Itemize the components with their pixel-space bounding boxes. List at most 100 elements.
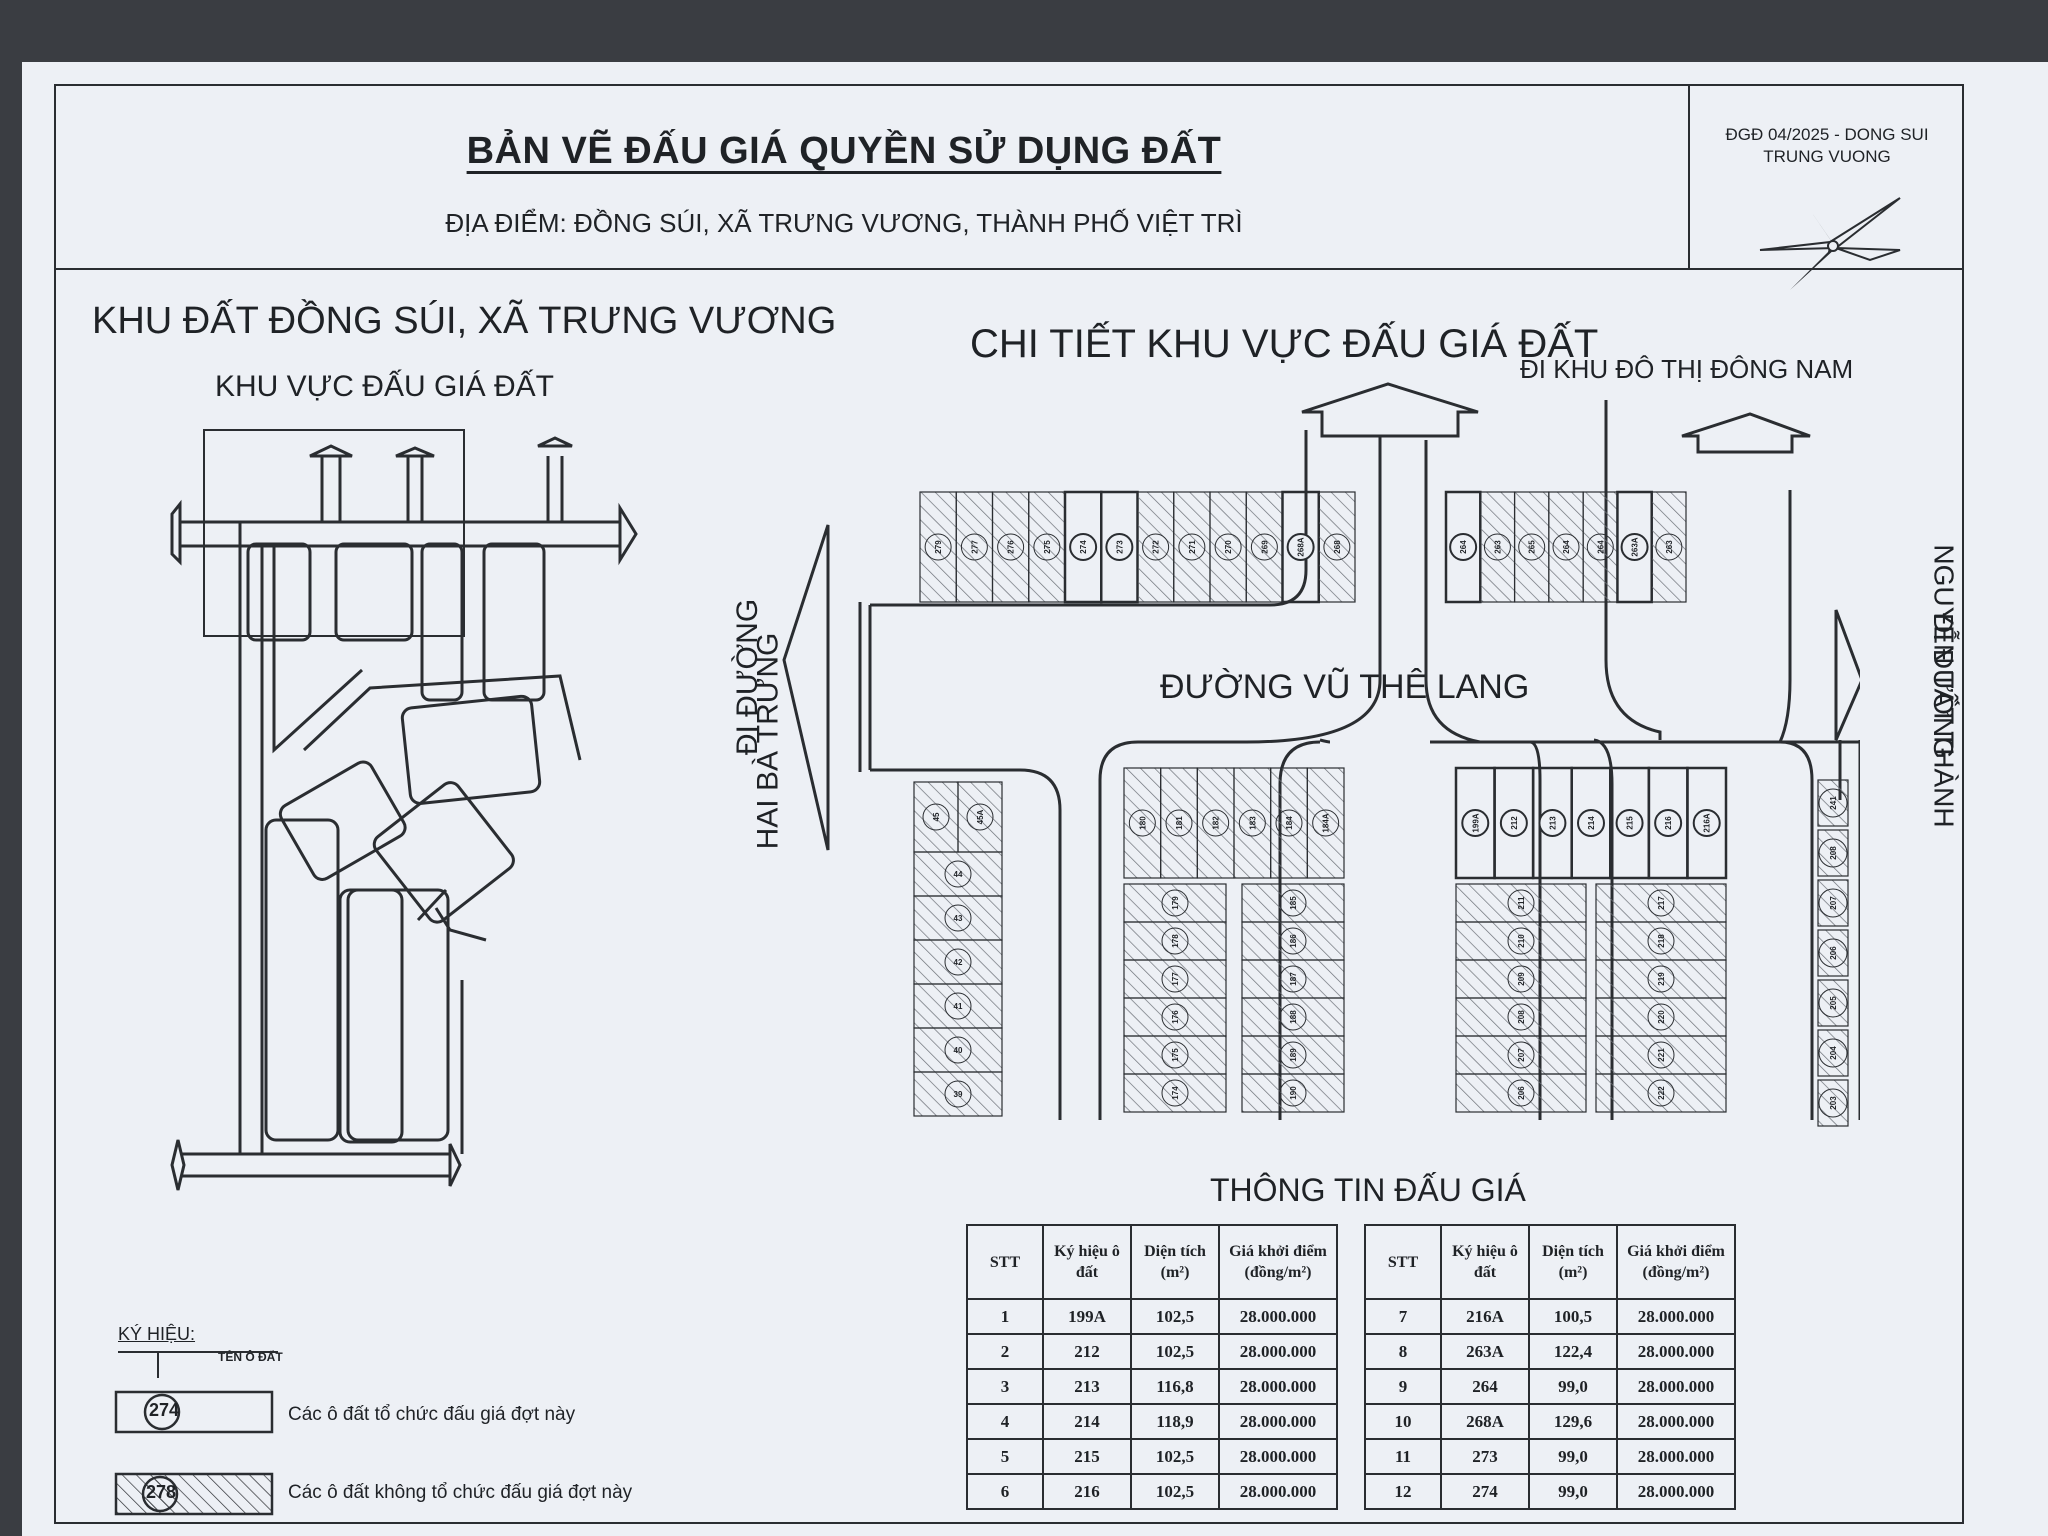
plot-marker (1161, 965, 1189, 993)
plot-not-auctioned (1817, 779, 1849, 827)
plot-marker (1279, 965, 1307, 993)
table-cell: 102,5 (1130, 1333, 1220, 1370)
plot-marker (944, 948, 972, 976)
plot-marker (1499, 809, 1528, 837)
table-cell: 6 (966, 1473, 1044, 1510)
plot-label: 263A (1631, 537, 1640, 556)
table-cell: 28.000.000 (1616, 1438, 1736, 1475)
plot-not-auctioned (1173, 491, 1211, 603)
plot-label: 274 (1079, 540, 1088, 554)
plot-label: 264 (1459, 540, 1468, 554)
table-cell: 3 (966, 1368, 1044, 1405)
to-nguyen-tat-thanh-label: NGUYỄN TẤT THÀNH ĐI ĐƯỜNG (1880, 544, 1990, 827)
plot-not-auctioned (1160, 767, 1198, 879)
plot-marker (922, 803, 950, 831)
col-plot-2: Ký hiệu ô đất (1440, 1224, 1530, 1300)
plot-marker (1128, 809, 1156, 837)
plot-not-auctioned (1028, 491, 1066, 603)
legend-sample-1: 274 (149, 1400, 180, 1420)
legend-sample-2: 278 (146, 1482, 177, 1502)
plot-not-auctioned (913, 983, 1003, 1029)
plot-not-auctioned (913, 1027, 1003, 1073)
plot-label: 179 (1171, 896, 1180, 910)
plot-label: 273 (1115, 540, 1124, 554)
plot-label: 212 (1510, 816, 1519, 830)
plot-label: 264 (1596, 540, 1605, 554)
plot-not-auctioned (1651, 491, 1687, 603)
col-price: Giá khởi điểm (đồng/m²) (1218, 1224, 1338, 1300)
plot-not-auctioned (1817, 1029, 1849, 1077)
plot-marker (1142, 533, 1170, 561)
table-cell: 216A (1440, 1298, 1530, 1335)
table-header-row: STT Ký hiệu ô đất Diện tích (m²) Giá khở… (966, 1224, 1736, 1300)
plot-marker (1214, 533, 1242, 561)
plot-marker (1647, 965, 1675, 993)
table-cell: 99,0 (1528, 1473, 1618, 1510)
table-gap (1336, 1334, 1366, 1369)
plot-label: 222 (1657, 1086, 1666, 1100)
table-cell: 12 (1364, 1473, 1442, 1510)
plot-label: 199A (1471, 813, 1480, 832)
plot-marker (1577, 809, 1605, 837)
plot-label: 269 (1260, 540, 1269, 554)
plot-marker (944, 1036, 972, 1064)
table-cell: 99,0 (1528, 1438, 1618, 1475)
table-cell: 99,0 (1528, 1368, 1618, 1405)
plot-marker (1615, 809, 1644, 837)
plot-label: 241 (1829, 796, 1838, 810)
auction-info-table: STT Ký hiệu ô đất Diện tích (m²) Giá khở… (966, 1224, 1736, 1510)
auction-area-box (203, 429, 465, 637)
plot-marker (1818, 938, 1848, 968)
sheet-border (54, 84, 1964, 1524)
plot-label: 276 (1007, 540, 1016, 554)
plot-marker (1279, 889, 1307, 917)
plot-marker (960, 533, 988, 561)
plot-marker (1033, 533, 1061, 561)
table-cell: 102,5 (1130, 1298, 1220, 1335)
plot-not-auctioned (1306, 767, 1345, 879)
plot-not-auctioned (1548, 491, 1584, 603)
plot-not-auctioned (1817, 829, 1849, 877)
plot-label: 188 (1289, 1010, 1298, 1024)
col-area-2: Diện tích (m²) (1528, 1224, 1618, 1300)
col-stt: STT (966, 1224, 1044, 1300)
table-cell: 28.000.000 (1616, 1403, 1736, 1440)
table-cell: 28.000.000 (1616, 1333, 1736, 1370)
table-cell: 102,5 (1130, 1438, 1220, 1475)
plot-marker (1818, 838, 1848, 868)
plot-label: 264 (1562, 540, 1571, 554)
table-cell: 28.000.000 (1218, 1368, 1338, 1405)
table-cell: 116,8 (1130, 1368, 1220, 1405)
table-cell: 122,4 (1528, 1333, 1618, 1370)
plot-marker (1818, 1038, 1848, 1068)
legend-symbols (114, 1351, 278, 1516)
table-cell: 118,9 (1130, 1403, 1220, 1440)
plot-label: 42 (954, 958, 963, 967)
plot-label: 176 (1171, 1010, 1180, 1024)
col-plot: Ký hiệu ô đất (1042, 1224, 1132, 1300)
table-gap (1336, 1404, 1366, 1439)
plot-marker (1275, 809, 1303, 837)
plot-marker (997, 533, 1025, 561)
plot-not-auctioned (1233, 767, 1272, 879)
plot-label: 180 (1138, 816, 1147, 830)
table-cell: 213 (1042, 1368, 1132, 1405)
plot-marker (1161, 1041, 1189, 1069)
plot-marker (1279, 1079, 1307, 1107)
plot-not-auctioned (1196, 767, 1235, 879)
table-cell: 1 (966, 1298, 1044, 1335)
plot-label: 183 (1248, 816, 1257, 830)
plot-label: 45A (976, 809, 985, 824)
plot-label: 279 (934, 540, 943, 554)
drawing-code-line-2: TRUNG VUONG (1763, 147, 1891, 166)
to-dong-nam-label: ĐI KHU ĐÔ THỊ ĐÔNG NAM (1520, 354, 1854, 384)
plot-label: 177 (1171, 972, 1180, 986)
plot-marker (1279, 1003, 1307, 1031)
plot-label: 178 (1171, 934, 1180, 948)
plot-marker (944, 1080, 972, 1108)
plot-label: 207 (1829, 896, 1838, 910)
plot-marker (1647, 927, 1675, 955)
plot-label: 189 (1289, 1048, 1298, 1062)
plot-marker (1250, 533, 1278, 561)
